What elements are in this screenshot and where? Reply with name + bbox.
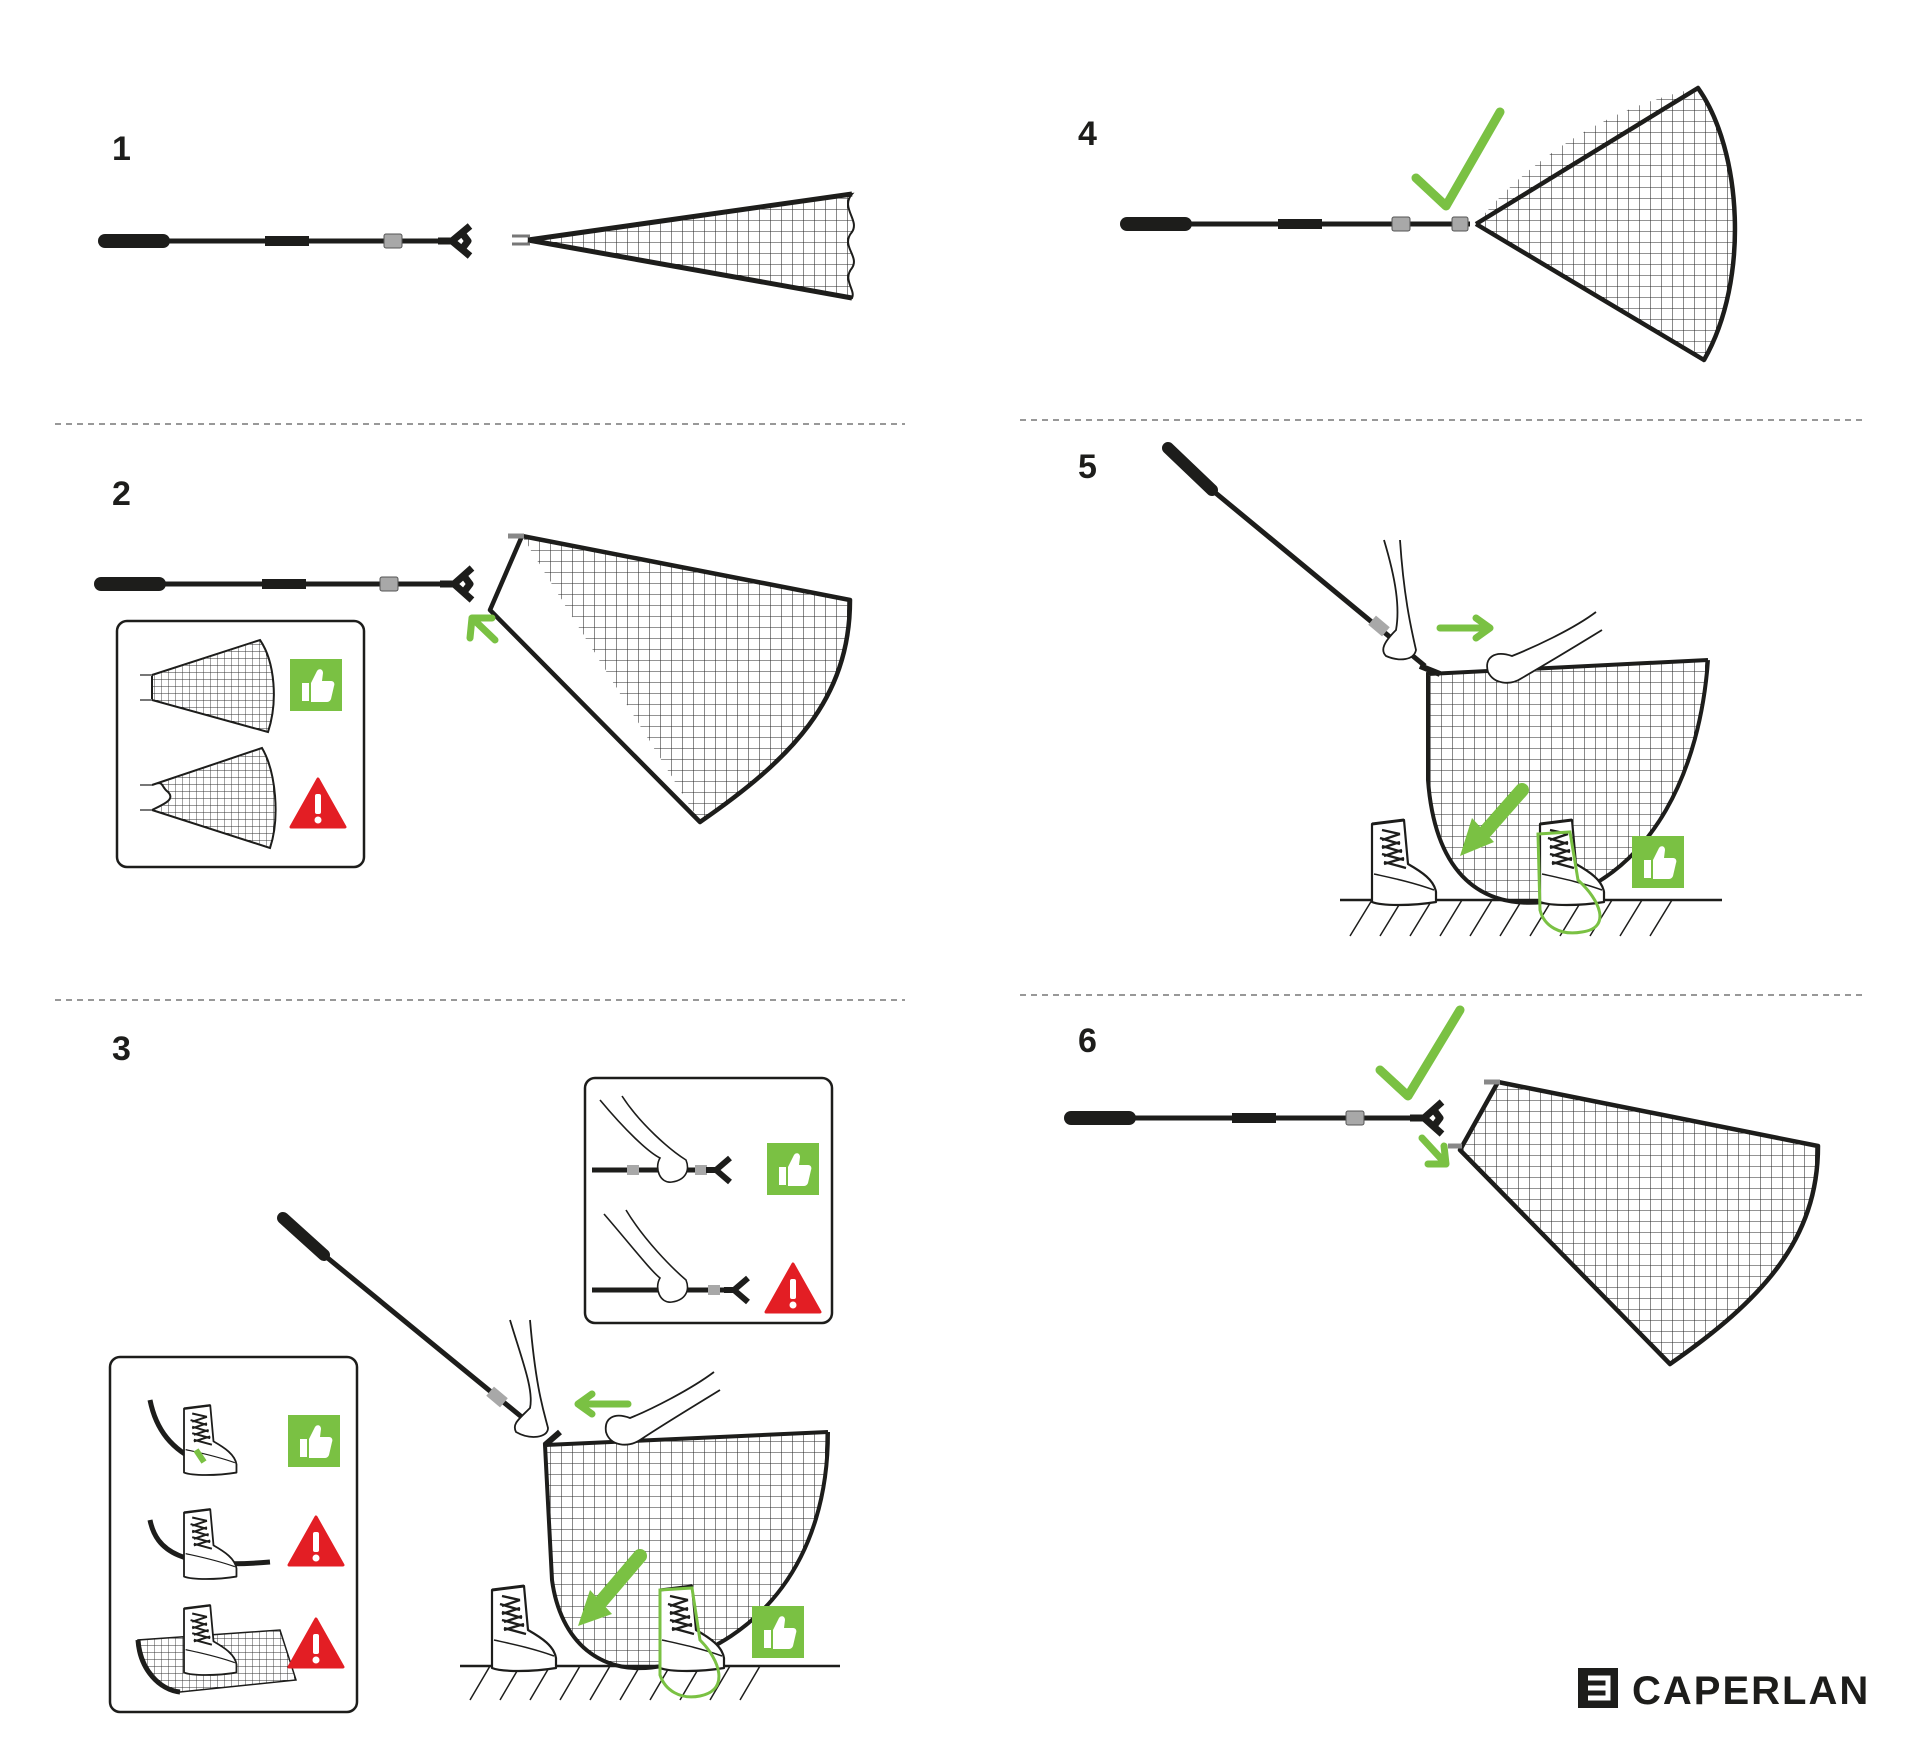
step-4: 4 bbox=[1078, 85, 1738, 363]
step-number-4: 4 bbox=[1078, 115, 1097, 153]
step-1: 1 bbox=[98, 130, 855, 301]
net-handle bbox=[94, 565, 475, 603]
arrow-icon bbox=[1418, 1134, 1450, 1168]
net-head-detached bbox=[1448, 1079, 1821, 1367]
arrow-icon bbox=[1436, 614, 1529, 856]
checkmark-icon bbox=[1411, 107, 1505, 211]
inset-box-net-attachment bbox=[115, 619, 366, 869]
thumbs-up-icon bbox=[767, 1143, 819, 1195]
net-handle bbox=[277, 1212, 542, 1434]
boot-icon bbox=[1370, 818, 1438, 907]
net-head-attached bbox=[1474, 85, 1738, 363]
step-number-5: 5 bbox=[1078, 448, 1097, 486]
net-handle bbox=[98, 223, 473, 259]
checkmark-icon bbox=[1375, 1005, 1465, 1101]
boot-on-frame bbox=[1536, 818, 1606, 935]
thumbs-up-icon bbox=[1632, 836, 1684, 888]
hands bbox=[509, 1319, 721, 1446]
step-number-3: 3 bbox=[112, 1030, 131, 1068]
thumbs-up-icon bbox=[288, 1415, 340, 1467]
step-number-1: 1 bbox=[112, 130, 131, 168]
brand-logo: CAPERLAN bbox=[1578, 1668, 1870, 1713]
brand-name: CAPERLAN bbox=[1632, 1669, 1870, 1713]
boot-on-frame bbox=[658, 1584, 726, 1699]
arrow-icon bbox=[574, 1390, 647, 1626]
boot-icon bbox=[490, 1584, 558, 1673]
thumbs-up-icon bbox=[752, 1606, 804, 1658]
inset-box-hand-grip bbox=[583, 1076, 834, 1325]
step-number-6: 6 bbox=[1078, 1022, 1097, 1060]
inset-box-foot-placement bbox=[108, 1355, 359, 1714]
net-head-detached bbox=[512, 191, 855, 301]
step-5: 5 bbox=[1078, 442, 1722, 937]
step-2: 2 bbox=[94, 475, 853, 869]
arrow-icon bbox=[466, 614, 499, 644]
net-head bbox=[487, 533, 853, 825]
step-number-2: 2 bbox=[112, 475, 131, 513]
net-handle bbox=[1064, 1099, 1445, 1137]
step-6: 6 bbox=[1064, 1005, 1821, 1367]
step-3: 3 bbox=[108, 1030, 840, 1714]
net-handle bbox=[1162, 442, 1427, 668]
thumbs-up-icon bbox=[290, 659, 342, 711]
hands bbox=[1382, 539, 1603, 684]
net-handle bbox=[1120, 216, 1470, 232]
